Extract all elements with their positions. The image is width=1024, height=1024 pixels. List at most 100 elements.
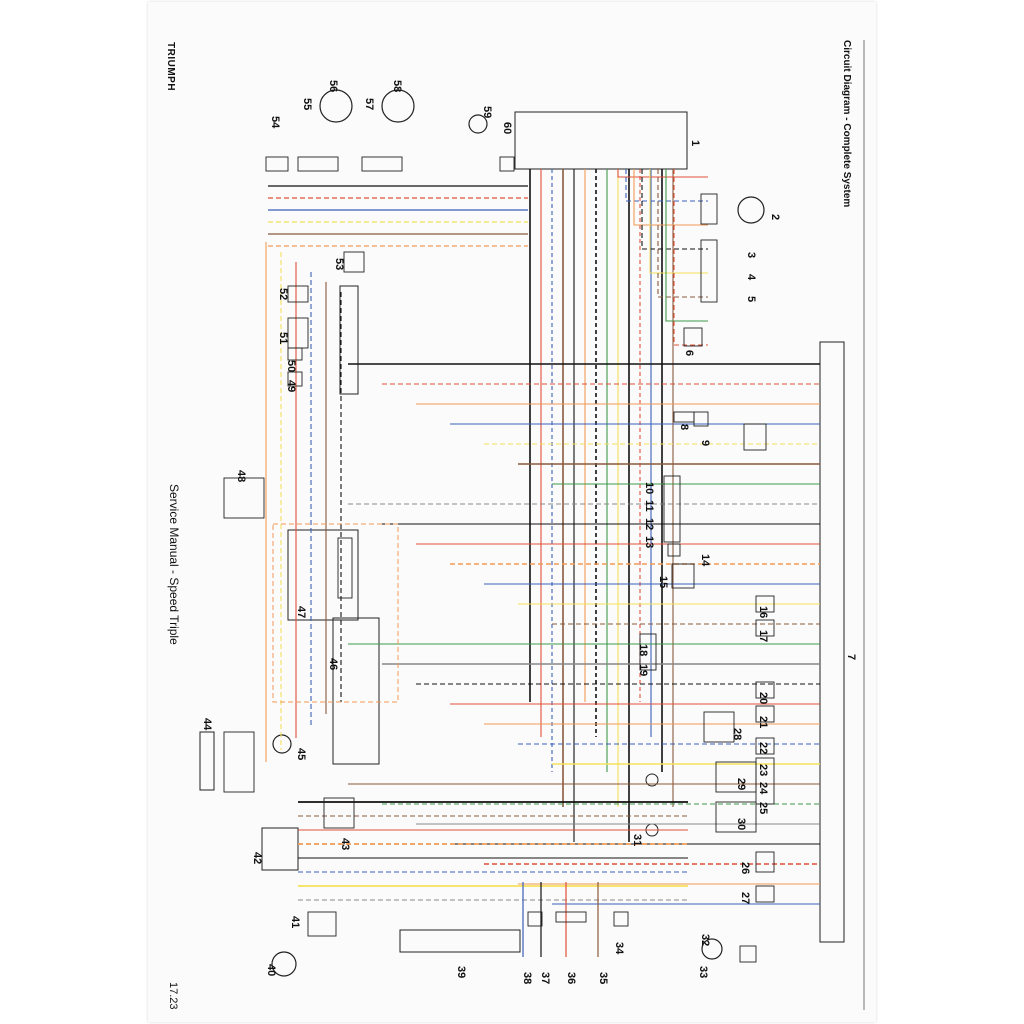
connector-block	[613, 911, 629, 927]
diagram-title: Circuit Diagram - Complete System	[841, 40, 852, 207]
manual-title: Service Manual - Speed Triple	[167, 484, 181, 645]
component-number: 24	[757, 782, 769, 795]
component-number: 14	[699, 554, 711, 567]
component-number: 6	[683, 350, 695, 356]
connector-block	[703, 711, 735, 743]
component-number: 44	[201, 718, 213, 731]
connector-block	[673, 411, 695, 423]
component-number: 46	[327, 658, 339, 670]
connector-block	[555, 911, 587, 923]
headlamp-bulb-58	[381, 89, 415, 123]
component-number: 59	[481, 106, 493, 118]
wire	[633, 169, 708, 226]
fuel-pump-33	[701, 938, 723, 960]
component-number: 50	[285, 360, 297, 372]
connector-block	[639, 633, 657, 671]
battery-42	[261, 827, 299, 871]
component-number: 20	[757, 692, 769, 704]
component-number: 8	[678, 424, 690, 430]
component-number: 54	[269, 116, 281, 129]
brand-logo-text: TRIUMPH	[165, 42, 176, 91]
connector-block	[265, 156, 289, 172]
instrument-connector	[339, 285, 359, 395]
wire	[272, 523, 399, 703]
component-number: 38	[521, 972, 533, 984]
component-number: 40	[265, 964, 277, 976]
component-number: 17	[757, 630, 769, 642]
main-harness-connector	[819, 341, 845, 943]
component-number: 34	[613, 942, 625, 955]
component-number: 21	[757, 716, 769, 728]
component-number: 35	[597, 972, 609, 984]
connector-block	[499, 156, 515, 172]
connector-block	[323, 797, 355, 829]
connector-block	[297, 156, 339, 172]
horn-circle-45	[272, 734, 292, 754]
component-number: 55	[301, 98, 313, 110]
component-number: 32	[699, 934, 711, 946]
connector-block	[667, 543, 681, 557]
component-number: 47	[295, 606, 307, 618]
wire	[617, 169, 708, 178]
wire	[657, 169, 708, 298]
connector-block	[307, 911, 337, 937]
ecm-box	[514, 111, 688, 170]
connector-block	[755, 595, 775, 613]
component-number: 33	[697, 966, 709, 978]
connector-block	[287, 285, 309, 303]
connector-block	[343, 251, 365, 273]
component-number: 31	[631, 834, 643, 846]
component-number: 41	[289, 916, 301, 928]
component-number: 43	[339, 838, 351, 850]
connector-block	[755, 705, 775, 723]
page-number: 17.23	[167, 982, 179, 1010]
component-number: 1	[689, 140, 701, 146]
connector-block	[287, 317, 309, 349]
connector-block	[683, 327, 703, 347]
component-number: 36	[565, 972, 577, 984]
component-number: 30	[735, 818, 747, 830]
connector-block	[527, 911, 543, 927]
component-number: 52	[277, 288, 289, 300]
component-number: 25	[757, 802, 769, 814]
connector-block	[755, 757, 775, 805]
connector-block	[671, 563, 695, 589]
component-number: 56	[327, 80, 339, 92]
connector-block	[755, 619, 775, 637]
starter-motor-40	[271, 951, 297, 977]
headlamp-bulb-56	[319, 89, 353, 123]
component-number: 53	[333, 258, 345, 270]
component-number: 39	[455, 966, 467, 978]
component-number: 5	[745, 296, 757, 302]
component-number: 60	[501, 122, 513, 134]
sensor-circle-2	[737, 196, 765, 224]
component-number: 19	[637, 664, 649, 676]
component-number: 49	[285, 380, 297, 392]
wire	[673, 169, 708, 346]
component-number: 4	[745, 274, 757, 281]
diagram-page: TRIUMPH Circuit Diagram - Complete Syste…	[148, 2, 876, 1022]
connector-block	[700, 239, 718, 303]
connector-block	[739, 945, 757, 963]
component-number: 10	[643, 482, 655, 494]
diagnostic-connector	[399, 929, 521, 953]
component-numbers: 1234567891011121314151617181920212223242…	[201, 80, 857, 984]
connector-block	[743, 423, 767, 451]
circuit-diagram: TRIUMPH Circuit Diagram - Complete Syste…	[165, 40, 865, 1010]
component-number: 51	[277, 332, 289, 344]
connector-block	[715, 801, 757, 833]
component-number: 23	[757, 764, 769, 776]
component-number: 3	[745, 252, 757, 258]
component-number: 15	[657, 576, 669, 588]
component-number: 57	[363, 98, 375, 110]
switch-cube-47	[287, 529, 359, 621]
lamp-14	[645, 773, 659, 787]
component-number: 42	[251, 852, 263, 864]
wire	[649, 169, 708, 274]
connector-block	[755, 681, 775, 699]
connector-block	[755, 737, 775, 755]
connector-block	[287, 371, 303, 387]
component-number: 12	[643, 518, 655, 530]
component-number: 13	[643, 536, 655, 548]
component-number: 37	[539, 972, 551, 984]
